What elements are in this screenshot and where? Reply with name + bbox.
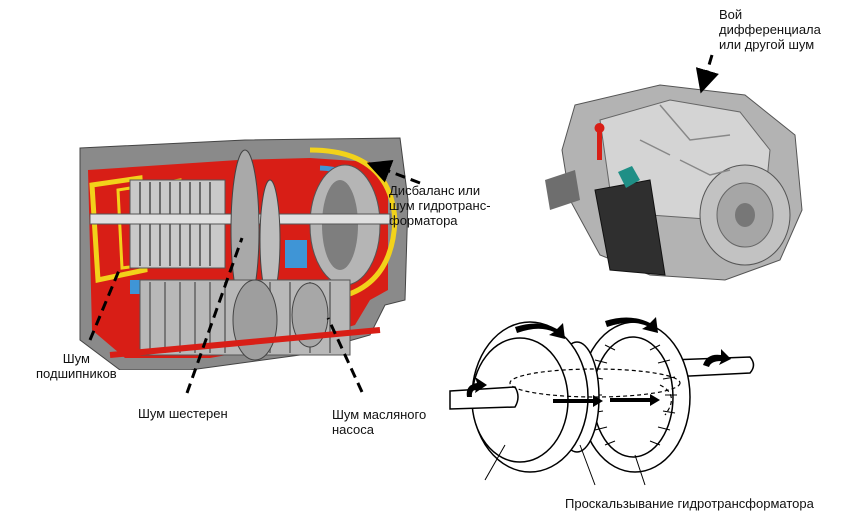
label-gear-noise: Шум шестерен — [138, 406, 228, 421]
leader-oil-pump-noise — [326, 317, 364, 393]
leader-diff-whine — [695, 54, 719, 94]
leader-converter-imbalance — [366, 160, 421, 185]
label-oil-pump-noise: Шум масляного насоса — [332, 407, 427, 437]
label-bearing-noise: Шум подшипников — [36, 351, 117, 381]
leader-gear-noise — [185, 237, 244, 394]
label-converter-slip: Проскальзывание гидротрансформатора — [565, 496, 814, 511]
label-converter-imbalance: Дисбаланс или шум гидротранс- форматора — [389, 183, 491, 228]
torque-converter-line-drawing — [449, 317, 755, 486]
transmission-cutaway-illustration — [79, 137, 409, 370]
transaxle-exterior-illustration — [545, 84, 803, 281]
leader-bearing-noise — [88, 267, 122, 341]
label-diff-whine: Вой дифференциала или другой шум — [719, 7, 821, 52]
